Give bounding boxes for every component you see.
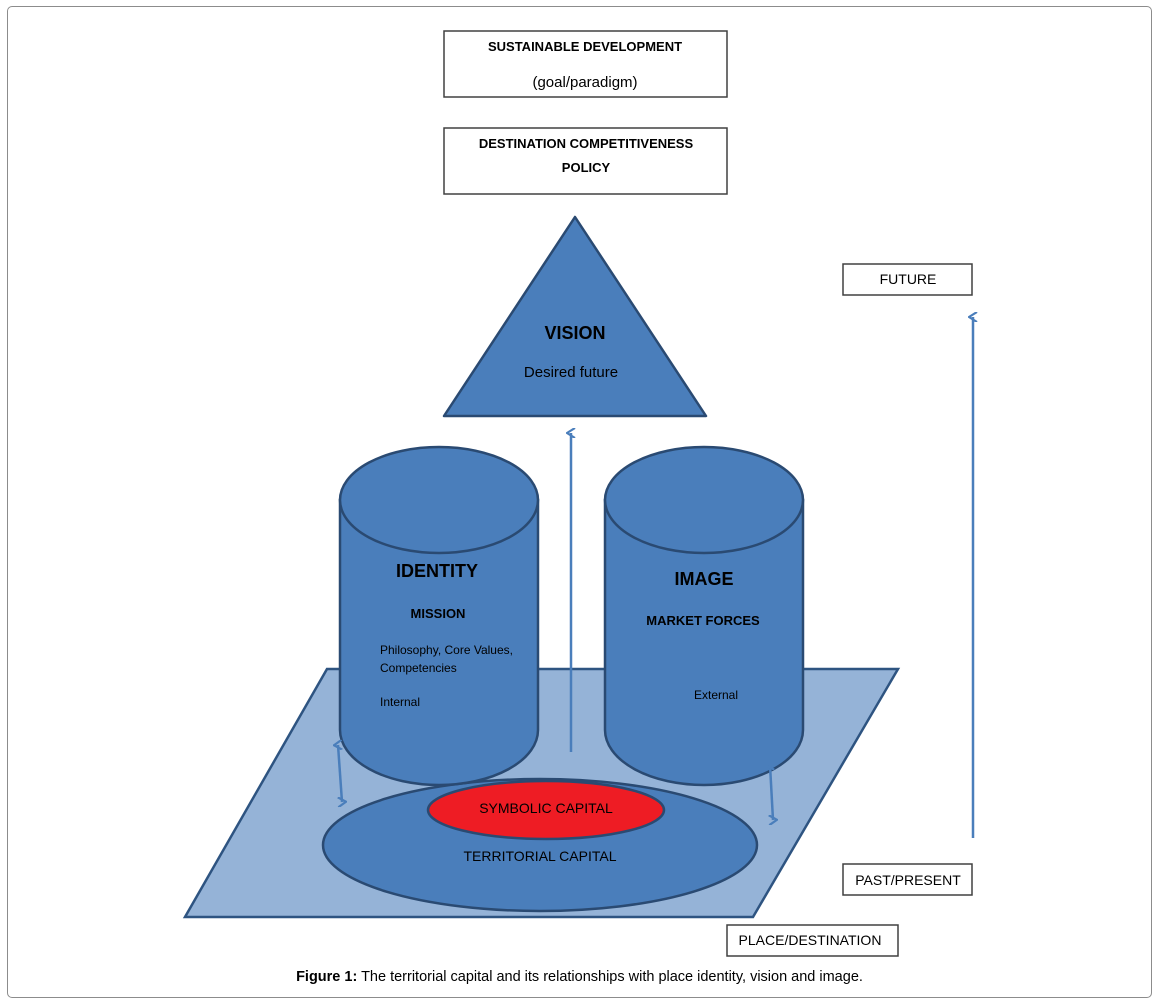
sustainable-development-title: SUSTAINABLE DEVELOPMENT: [488, 39, 682, 54]
territorial-capital-label: TERRITORIAL CAPITAL: [464, 848, 617, 864]
sustainable-development-box: SUSTAINABLE DEVELOPMENT (goal/paradigm): [443, 30, 728, 98]
destination-policy-box: DESTINATION COMPETITIVENESS POLICY: [443, 127, 728, 195]
image-scope: External: [694, 688, 738, 702]
identity-cylinder: IDENTITY MISSION Philosophy, Core Values…: [338, 445, 540, 787]
figure-caption-text: The territorial capital and its relation…: [357, 969, 863, 985]
identity-title: IDENTITY: [396, 561, 478, 581]
vision-title: VISION: [544, 323, 605, 343]
figure-frame: [7, 6, 1152, 998]
destination-policy-line2: POLICY: [562, 160, 611, 175]
symbolic-capital-label: SYMBOLIC CAPITAL: [479, 800, 613, 816]
identity-scope: Internal: [380, 695, 420, 709]
destination-policy-line1: DESTINATION COMPETITIVENESS: [479, 136, 694, 151]
symbolic-capital-ellipse: SYMBOLIC CAPITAL: [426, 779, 666, 841]
image-title: IMAGE: [674, 569, 733, 589]
identity-territorial-double-arrow: [338, 745, 342, 802]
figure-caption-label: Figure 1:: [296, 969, 358, 985]
sustainable-development-subtitle: (goal/paradigm): [532, 74, 637, 91]
vision-triangle: VISION Desired future: [442, 215, 708, 418]
vision-subtitle: Desired future: [524, 364, 618, 381]
place-destination-box: PLACE/DESTINATION: [726, 924, 899, 957]
image-territorial-double-arrow: [770, 765, 773, 820]
place-destination-label: PLACE/DESTINATION: [739, 932, 882, 948]
past-present-box: PAST/PRESENT: [842, 863, 973, 896]
identity-subtitle: MISSION: [411, 606, 466, 621]
future-label: FUTURE: [880, 271, 937, 287]
future-box: FUTURE: [842, 263, 973, 296]
identity-detail-line1: Philosophy, Core Values,: [380, 643, 513, 657]
image-subtitle: MARKET FORCES: [646, 613, 760, 628]
image-cylinder: IMAGE MARKET FORCES External: [603, 445, 805, 787]
identity-detail-line2: Competencies: [380, 661, 457, 675]
past-present-label: PAST/PRESENT: [855, 872, 961, 888]
figure-caption: Figure 1: The territorial capital and it…: [0, 969, 1159, 985]
